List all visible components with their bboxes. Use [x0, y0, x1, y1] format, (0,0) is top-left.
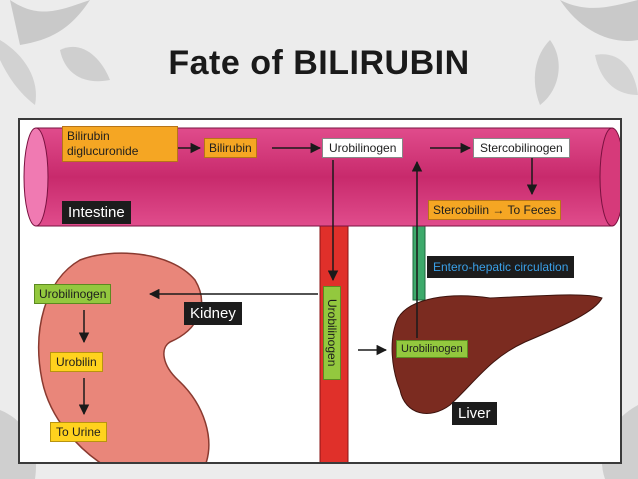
intestine-right-end	[599, 127, 620, 227]
kidney-urobilinogen-box: Urobilinogen	[34, 284, 112, 304]
intestine-left-end	[23, 127, 49, 227]
bilirubin-box: Bilirubin	[204, 138, 257, 158]
kidney-label: Kidney	[184, 302, 242, 325]
portal-vein	[412, 219, 426, 301]
kidney-to-urine-box: To Urine	[50, 422, 107, 442]
stercobilin-to-feces-box: Stercobilin → To Feces	[428, 200, 562, 220]
liver-urobilinogen-box: Urobilinogen	[396, 340, 468, 358]
bilirubin-diglucuronide-box: Bilirubin diglucuronide	[62, 126, 178, 162]
leaf-decoration-top-right-icon	[534, 0, 638, 105]
urobilinogen-intestine-box: Urobilinogen	[322, 138, 404, 158]
liver-shape	[391, 294, 603, 414]
leaf-decoration-top-left-icon	[0, 0, 110, 105]
liver-label: Liver	[452, 402, 497, 425]
slide-title: Fate of BILIRUBIN	[168, 44, 470, 82]
bilirubin-diglucuronide-line1: Bilirubin	[67, 129, 110, 143]
intestine-label: Intestine	[62, 201, 131, 224]
diagram-frame: Bilirubin diglucuronide Bilirubin Urobil…	[18, 118, 622, 464]
kidney-urobilin-box: Urobilin	[50, 352, 103, 372]
bilirubin-diglucuronide-line2: diglucuronide	[67, 144, 139, 158]
blood-urobilinogen-label: Urobilinogen	[323, 286, 341, 380]
enterohepatic-circulation-label: Entero-hepatic circulation	[427, 256, 575, 278]
stercobilinogen-box: Stercobilinogen	[473, 138, 570, 158]
